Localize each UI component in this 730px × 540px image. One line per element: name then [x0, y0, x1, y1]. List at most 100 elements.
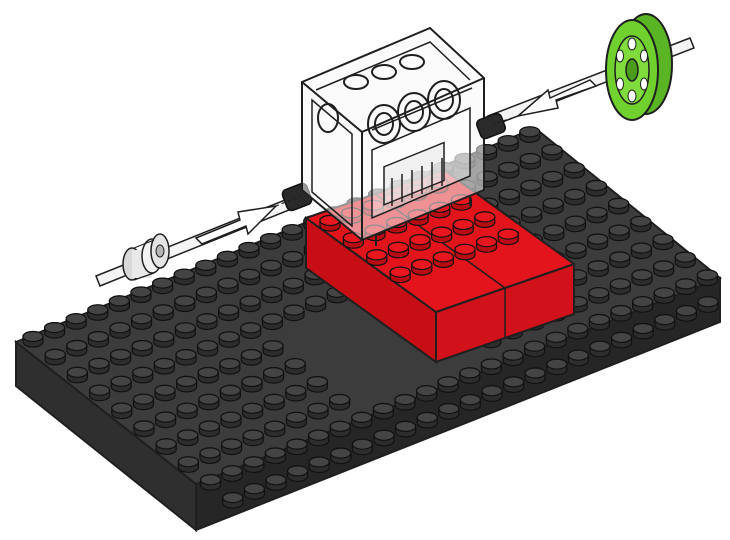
stud — [307, 377, 327, 393]
stud — [45, 349, 65, 365]
stud — [263, 341, 283, 357]
stud — [156, 439, 176, 455]
stud — [45, 323, 65, 339]
stud — [655, 315, 675, 331]
stud — [199, 421, 219, 437]
stud — [155, 385, 175, 401]
stud — [367, 250, 387, 266]
stud — [395, 395, 415, 411]
stud — [589, 288, 609, 304]
stud — [174, 269, 194, 285]
stud — [283, 252, 303, 268]
stud — [244, 457, 264, 472]
stud — [261, 234, 281, 250]
stud — [564, 163, 584, 179]
stud — [352, 439, 372, 455]
stud — [198, 368, 218, 384]
stud — [288, 466, 308, 482]
stud — [481, 359, 501, 375]
stud — [586, 181, 606, 197]
stud — [352, 412, 372, 428]
stud — [676, 279, 696, 295]
stud — [438, 377, 458, 393]
stud — [525, 368, 545, 384]
stud — [197, 314, 217, 330]
stud — [522, 207, 542, 223]
stud — [565, 216, 585, 232]
stud — [499, 189, 519, 205]
stud — [286, 386, 306, 402]
stud — [482, 386, 502, 402]
stud — [287, 439, 307, 455]
stud — [633, 324, 653, 339]
stud — [153, 305, 173, 321]
stud — [588, 261, 608, 277]
stud — [66, 314, 86, 330]
stud — [542, 145, 562, 161]
stud — [676, 306, 696, 322]
stud — [220, 359, 240, 375]
stud — [566, 243, 586, 259]
stud — [503, 350, 523, 366]
stud — [609, 198, 629, 214]
stud — [244, 484, 264, 500]
stud — [132, 314, 152, 330]
stud — [178, 457, 198, 473]
bushing-part — [123, 234, 169, 280]
stud — [543, 198, 563, 214]
stud — [374, 430, 394, 446]
stud — [498, 136, 518, 152]
stud — [176, 350, 196, 366]
stud — [654, 261, 674, 277]
stud — [612, 332, 632, 348]
green-wheel — [606, 14, 672, 120]
stud — [631, 243, 651, 259]
stud — [499, 163, 519, 179]
stud — [156, 412, 176, 428]
stud — [219, 332, 239, 348]
stud — [222, 439, 242, 455]
stud — [309, 430, 329, 446]
stud — [154, 359, 174, 375]
stud — [262, 314, 282, 330]
stud — [240, 296, 260, 312]
stud — [547, 359, 567, 375]
stud — [282, 225, 302, 241]
stud — [609, 225, 629, 241]
stud — [412, 260, 432, 276]
stud — [475, 212, 495, 228]
stud — [653, 234, 673, 250]
stud — [112, 403, 132, 419]
stud — [153, 278, 173, 293]
stud — [218, 278, 238, 294]
stud — [175, 296, 195, 312]
stud — [520, 154, 540, 170]
stud — [610, 252, 630, 268]
stud — [265, 448, 285, 464]
stud — [262, 287, 282, 303]
stud — [373, 404, 393, 420]
stud — [396, 421, 416, 437]
right-axle-assembly — [475, 14, 694, 140]
stud — [177, 376, 197, 392]
stud — [588, 234, 608, 250]
stud — [261, 260, 281, 276]
stud — [23, 332, 43, 348]
stud — [432, 227, 452, 243]
stud — [241, 350, 261, 366]
stud — [460, 368, 480, 384]
stud — [284, 305, 304, 321]
stud — [590, 341, 610, 357]
stud — [417, 413, 437, 429]
stud — [439, 404, 459, 420]
stud — [633, 297, 653, 313]
stud — [611, 306, 631, 322]
stud — [199, 394, 219, 410]
stud — [111, 350, 131, 366]
stud — [67, 367, 87, 383]
stud — [390, 267, 410, 283]
stud — [477, 237, 497, 253]
stud — [698, 297, 718, 313]
stud — [241, 323, 261, 339]
stud — [177, 403, 197, 419]
